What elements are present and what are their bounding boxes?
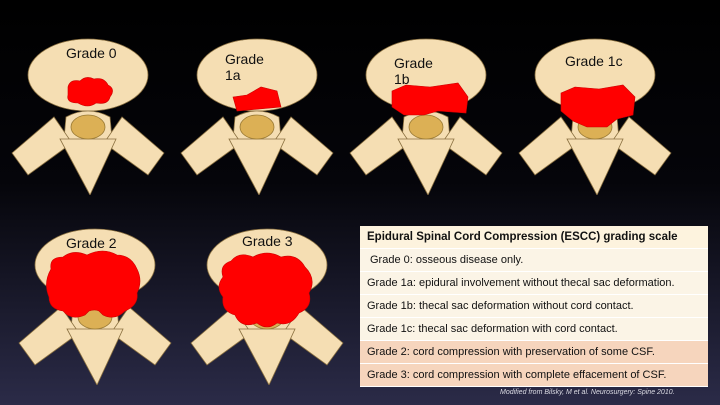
escc-grading-table: Epidural Spinal Cord Compression (ESCC) …	[360, 226, 708, 387]
tumor-grade-1a	[232, 86, 282, 112]
vertebra-grade-1b-drawing	[346, 35, 506, 195]
tumor-grade-3	[218, 252, 313, 328]
vertebra-grade-0: Grade 0	[8, 35, 168, 195]
table-row-grade-0: Grade 0: osseous disease only.	[360, 249, 708, 272]
tumor-grade-0	[67, 77, 113, 107]
vertebra-grade-1a: Grade 1a	[177, 35, 337, 195]
grade-3-label: Grade 3	[242, 233, 293, 249]
vertebra-grade-1b: Grade 1b	[346, 35, 506, 195]
vertebra-grade-2-drawing	[15, 225, 175, 385]
tumor-grade-2	[46, 250, 141, 318]
vertebra-grade-1c: Grade 1c	[515, 35, 675, 195]
vertebra-grade-2: Grade 2	[15, 225, 175, 385]
table-row-grade-1c: Grade 1c: thecal sac deformation with co…	[360, 318, 708, 341]
table-row-grade-3: Grade 3: cord compression with complete …	[360, 364, 708, 387]
table-row-grade-1b: Grade 1b: thecal sac deformation without…	[360, 295, 708, 318]
table-row-grade-2: Grade 2: cord compression with preservat…	[360, 341, 708, 364]
grade-2-label: Grade 2	[66, 235, 117, 251]
vertebra-grade-1c-drawing	[515, 35, 675, 195]
vertebra-grade-1a-drawing	[177, 35, 337, 195]
source-credit: Modified from Bilsky, M et al. Neurosurg…	[500, 389, 675, 396]
tumor-grade-1b	[391, 82, 469, 116]
grade-0-label: Grade 0	[66, 45, 117, 61]
grade-1c-label: Grade 1c	[565, 53, 623, 69]
vertebra-grade-3: Grade 3	[187, 225, 347, 385]
grade-1b-label: Grade 1b	[394, 55, 433, 87]
tumor-grade-1c	[560, 84, 636, 128]
table-row-grade-1a: Grade 1a: epidural involvement without t…	[360, 272, 708, 295]
vertebra-grade-3-drawing	[187, 225, 347, 385]
vertebra-grade-0-drawing	[8, 35, 168, 195]
grade-1a-label: Grade 1a	[225, 51, 264, 83]
table-title: Epidural Spinal Cord Compression (ESCC) …	[360, 226, 708, 249]
